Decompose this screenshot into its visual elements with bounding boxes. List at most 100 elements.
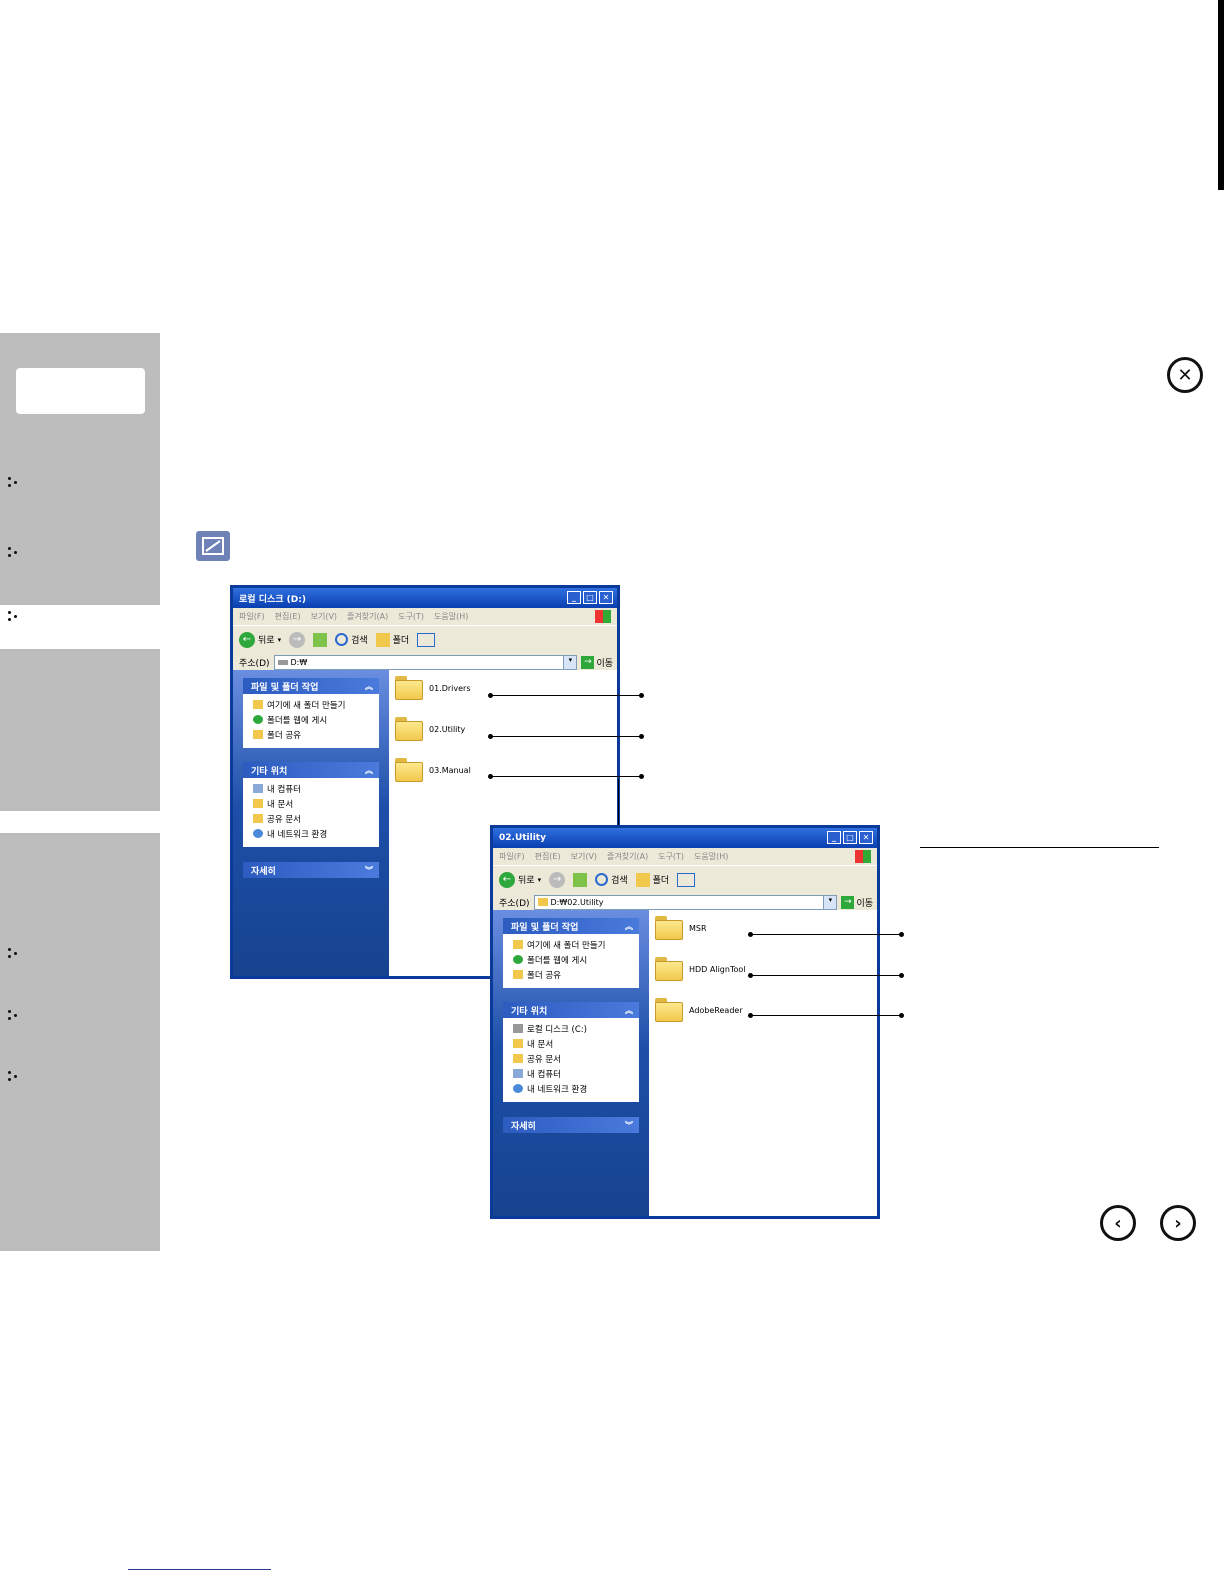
tasks-header[interactable]: 파일 및 폴더 작업︽ [503, 918, 639, 934]
task-label: 폴더 공유 [527, 970, 561, 981]
search-button[interactable]: 검색 [335, 633, 368, 646]
details-section: 자세히︾ [243, 862, 379, 878]
address-dropdown[interactable]: ▾ [823, 895, 837, 909]
place-label: 내 네트워크 환경 [267, 829, 328, 840]
tasks-title: 파일 및 폴더 작업 [251, 682, 319, 693]
task-label: 폴더를 웹에 게시 [527, 955, 588, 966]
menu-favorites[interactable]: 즐겨찾기(A) [607, 852, 649, 861]
task-label: 여기에 새 폴더 만들기 [527, 940, 606, 951]
forward-icon[interactable]: → [289, 631, 306, 648]
place-my-documents[interactable]: 내 문서 [243, 796, 379, 811]
place-my-computer[interactable]: 내 컴퓨터 [243, 781, 379, 796]
sidebar-item-active[interactable] [0, 605, 160, 649]
menu-tools[interactable]: 도구(T) [398, 612, 425, 621]
places-header[interactable]: 기타 위치︽ [503, 1002, 639, 1018]
windows-logo-icon [595, 610, 611, 623]
sidebar-item-4[interactable] [8, 948, 20, 964]
task-new-folder[interactable]: 여기에 새 폴더 만들기 [243, 697, 379, 712]
folder-item[interactable]: MSR [655, 916, 707, 940]
search-icon [595, 873, 609, 886]
details-header[interactable]: 자세히︾ [243, 862, 379, 878]
views-icon[interactable] [417, 632, 436, 647]
callout-line [748, 1013, 904, 1018]
place-my-computer[interactable]: 내 컴퓨터 [503, 1066, 639, 1081]
task-share-folder[interactable]: 폴더 공유 [503, 967, 639, 982]
sidebar-item-3[interactable] [8, 611, 20, 627]
window-close-button[interactable]: ✕ [859, 831, 873, 844]
address-input[interactable]: D:₩▾ [273, 654, 578, 670]
menu-help[interactable]: 도움말(H) [694, 852, 729, 861]
folder-item[interactable]: 02.Utility [395, 717, 465, 741]
place-network[interactable]: 내 네트워크 환경 [503, 1081, 639, 1096]
forward-icon[interactable]: → [549, 871, 566, 888]
folder-item[interactable]: HDD AlignTool [655, 957, 745, 981]
sidebar-item-6[interactable] [8, 1071, 20, 1087]
tasks-header[interactable]: 파일 및 폴더 작업︽ [243, 678, 379, 694]
go-button[interactable]: →이동 [841, 895, 873, 909]
back-icon: ← [239, 631, 255, 648]
places-header[interactable]: 기타 위치︽ [243, 762, 379, 778]
window-titlebar: 02.Utility _□✕ [493, 828, 877, 848]
up-icon[interactable] [313, 632, 328, 647]
task-publish-web[interactable]: 폴더를 웹에 게시 [503, 952, 639, 967]
folder-icon [395, 676, 423, 700]
place-local-disk[interactable]: 로컬 디스크 (C:) [503, 1021, 639, 1036]
place-shared-documents[interactable]: 공유 문서 [243, 811, 379, 826]
back-button[interactable]: ←뒤로▾ [239, 631, 281, 648]
views-icon[interactable] [677, 872, 696, 887]
minimize-button[interactable]: _ [827, 831, 841, 844]
other-places: 기타 위치︽ 내 컴퓨터 내 문서 공유 문서 내 네트워크 환경 [243, 762, 379, 847]
sidebar-item-2[interactable] [8, 547, 20, 563]
maximize-button[interactable]: □ [583, 591, 597, 604]
place-network[interactable]: 내 네트워크 환경 [243, 826, 379, 841]
menu-tools[interactable]: 도구(T) [658, 852, 685, 861]
place-label: 공유 문서 [267, 814, 301, 825]
callout-line [748, 932, 904, 937]
task-publish-web[interactable]: 폴더를 웹에 게시 [243, 712, 379, 727]
folders-button[interactable]: 폴더 [375, 632, 409, 647]
maximize-button[interactable]: □ [843, 831, 857, 844]
address-bar: 주소(D) D:₩▾ →이동 [233, 653, 617, 671]
details-header[interactable]: 자세히︾ [503, 1117, 639, 1133]
sidebar-bottom [0, 833, 160, 1251]
task-share-folder[interactable]: 폴더 공유 [243, 727, 379, 742]
close-icon[interactable]: ✕ [1167, 357, 1203, 393]
menu-view[interactable]: 보기(V) [570, 852, 598, 861]
menu-help[interactable]: 도움말(H) [434, 612, 469, 621]
address-input[interactable]: D:₩02.Utility▾ [533, 894, 838, 910]
menu-edit[interactable]: 편집(E) [534, 852, 561, 861]
menu-favorites[interactable]: 즐겨찾기(A) [347, 612, 389, 621]
place-my-documents[interactable]: 내 문서 [503, 1036, 639, 1051]
search-button[interactable]: 검색 [595, 873, 628, 886]
folders-button[interactable]: 폴더 [635, 872, 669, 887]
next-icon[interactable]: › [1160, 1205, 1196, 1241]
address-dropdown[interactable]: ▾ [563, 655, 577, 669]
window-title: 02.Utility [499, 833, 546, 843]
prev-icon[interactable]: ‹ [1100, 1205, 1136, 1241]
place-shared-documents[interactable]: 공유 문서 [503, 1051, 639, 1066]
task-new-folder[interactable]: 여기에 새 폴더 만들기 [503, 937, 639, 952]
go-label: 이동 [596, 658, 613, 669]
window-titlebar: 로컬 디스크 (D:) _□✕ [233, 588, 617, 608]
sidebar-item-5[interactable] [8, 1010, 20, 1026]
menu-file[interactable]: 파일(F) [499, 852, 525, 861]
menu-edit[interactable]: 편집(E) [274, 612, 301, 621]
folder-item[interactable]: AdobeReader [655, 998, 743, 1022]
task-label: 폴더 공유 [267, 730, 301, 741]
minimize-button[interactable]: _ [567, 591, 581, 604]
sidebar-item-1[interactable] [8, 477, 20, 493]
window-close-button[interactable]: ✕ [599, 591, 613, 604]
folder-item[interactable]: 01.Drivers [395, 676, 471, 700]
menu-view[interactable]: 보기(V) [310, 612, 338, 621]
callout-line [488, 734, 644, 739]
back-icon: ← [499, 871, 515, 888]
menu-file[interactable]: 파일(F) [239, 612, 265, 621]
folder-icon [655, 916, 683, 940]
back-label: 뒤로 [518, 876, 535, 886]
go-button[interactable]: →이동 [581, 655, 613, 669]
explorer-window-utility: 02.Utility _□✕ 파일(F) 편집(E) 보기(V) 즐겨찾기(A)… [490, 825, 880, 1219]
footer-line [128, 1569, 271, 1570]
up-icon[interactable] [573, 872, 588, 887]
folder-item[interactable]: 03.Manual [395, 758, 471, 782]
back-button[interactable]: ←뒤로▾ [499, 871, 541, 888]
